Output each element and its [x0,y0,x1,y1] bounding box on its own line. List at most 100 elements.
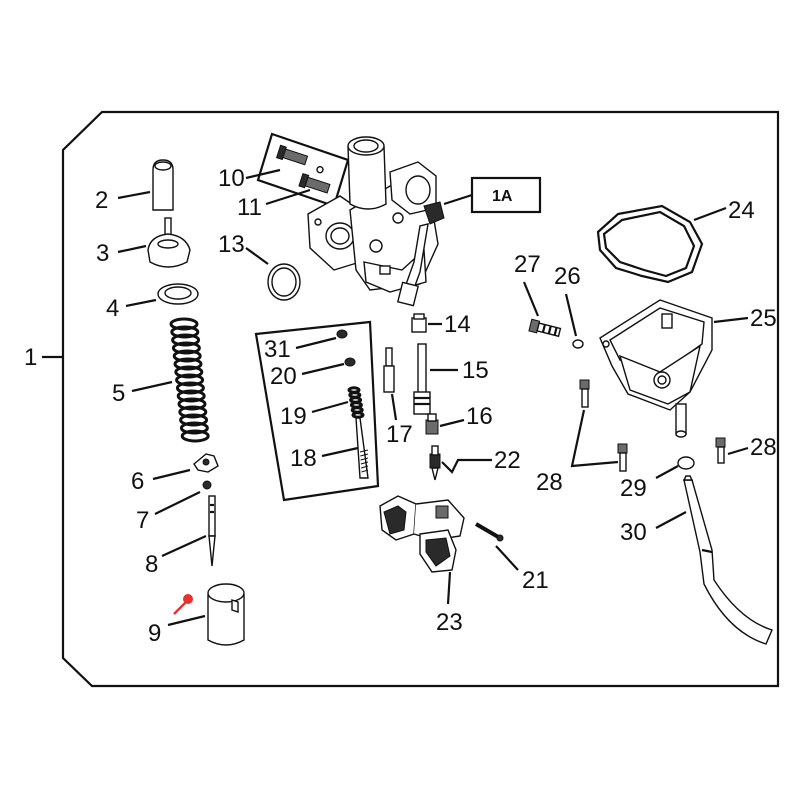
callout-10: 10 [218,165,245,192]
callout-28-right: 28 [750,434,777,461]
leader-28-right [727,446,749,456]
part-29-o-ring [677,456,695,470]
leader-24 [693,206,727,222]
leader-23 [446,571,452,605]
callout-15: 15 [462,357,489,384]
part-15-needle-jet [413,343,431,415]
callout-2: 2 [95,187,108,214]
spring-coil [174,365,204,379]
callout-22: 22 [494,447,521,474]
callout-11: 11 [237,194,262,221]
leader-18 [321,446,359,458]
part-25-float-bowl [599,299,713,438]
thread-mark [360,461,369,465]
spring-coil [171,341,201,355]
leader-2 [117,190,151,200]
part-24-bowl-gasket [596,204,704,284]
part-13-o-ring [267,263,301,301]
leader-3 [117,244,147,254]
part-16-main-jet [425,413,439,435]
part-23-float [379,495,465,573]
part-2-cap [152,159,174,211]
part-22-float-valve [429,445,441,481]
part-6-retainer [193,453,219,473]
thread-mark [361,465,369,469]
part-18-pilot-screw [355,417,369,479]
spring-coil [173,357,203,371]
part-10-11-screw-inset [256,132,350,208]
spring-coil [179,421,209,435]
leader-6 [152,468,191,481]
spring-coil [179,413,209,427]
callout-7: 7 [136,507,149,534]
spring-coil [171,333,201,347]
callout-14: 14 [444,311,471,338]
part-8-jet-needle [208,495,216,567]
part-28-drain-screw-c [715,437,726,464]
part-30-drain-hose [682,475,773,645]
part-28-drain-screw-a [579,379,590,408]
callout-19: 19 [280,403,307,430]
leader-20 [301,362,345,376]
spring-coil [175,373,205,387]
leader-22 [441,458,492,474]
part-3-top-cover [147,217,191,268]
spring-coil [178,405,208,419]
leader-26 [564,293,578,337]
leader-11 [265,188,311,206]
leader-1A [443,193,473,206]
part-7-clip [202,480,212,490]
part-21-float-pin [474,522,504,542]
leader-7 [154,491,201,515]
callout-18: 18 [290,445,317,472]
leader-21 [495,545,519,571]
part-4-gasket [157,283,199,305]
callout-23: 23 [436,609,463,636]
callout-3: 3 [96,240,109,267]
callout-30: 30 [620,519,647,546]
leader-27 [522,281,540,317]
callout-4: 4 [106,295,119,322]
leader-16 [439,418,465,428]
callout-27: 27 [514,251,541,278]
leader-5 [131,380,173,393]
diagram-frame [61,110,780,688]
callout-13: 13 [218,231,245,258]
spring-coil [180,429,210,443]
thread-mark [360,457,369,461]
callout-1: 1 [24,344,37,371]
callout-16: 16 [466,403,493,430]
part-20-washer [344,357,356,367]
parts-inset-box [254,320,380,502]
callout-9: 9 [148,620,161,647]
leader-31 [295,336,337,350]
part-9-throttle-slide [207,583,245,646]
spring-coil [170,325,200,339]
carburetor-body-1A [307,136,445,307]
leader-19 [311,400,349,414]
part-19-spring [347,386,365,419]
leader-28-left [570,409,619,468]
callout-20: 20 [270,363,297,390]
spring-coil [351,411,365,419]
callout-5: 5 [112,380,125,407]
leader-30 [655,511,687,529]
leader-9 [167,614,206,627]
part-14-jet [411,313,427,333]
leader-29 [655,465,679,479]
part-26-washer [572,339,584,349]
leader-10 [245,168,281,180]
part-17-pilot-jet [383,347,395,393]
callout-24: 24 [728,197,755,224]
spring-coil [177,397,207,411]
callout-8: 8 [145,551,158,578]
callout-28-left: 28 [536,469,563,496]
thread-mark [359,449,369,453]
spring-coil [172,349,202,363]
part-27-screw [528,318,562,338]
leader-25 [713,316,749,324]
leader-8 [161,534,207,558]
leader-13 [245,247,269,265]
callout-31: 31 [264,336,291,363]
